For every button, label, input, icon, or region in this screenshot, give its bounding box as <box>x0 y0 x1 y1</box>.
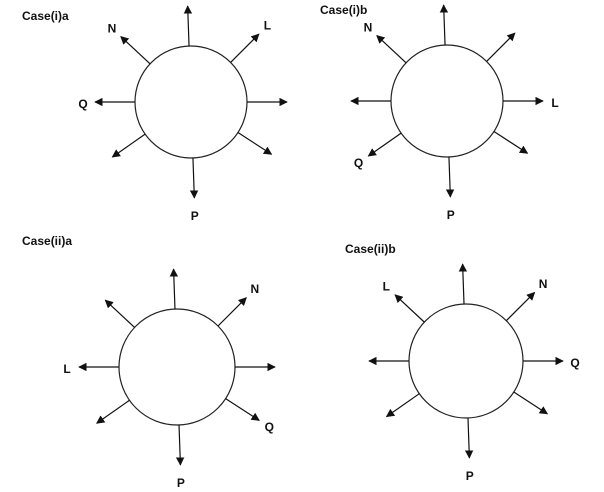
force-label-l: L <box>264 19 271 33</box>
arrow-se <box>237 131 273 155</box>
arrow-sw <box>385 393 420 418</box>
force-label-q: Q <box>354 156 363 170</box>
diagram-title-case-ii-b: Case(ii)b <box>345 242 396 256</box>
diagram-title-case-i-a: Case(i)a <box>22 9 69 23</box>
arrow-n <box>169 268 179 310</box>
arrow-sw <box>96 399 130 424</box>
diagram-3: N Q P L <box>63 268 276 490</box>
circle <box>118 308 236 426</box>
arrow-s <box>189 157 199 199</box>
force-label-p: P <box>191 209 199 223</box>
arrow-sw <box>111 133 146 158</box>
diagram-1: L P Q N <box>78 5 288 223</box>
arrow-se <box>493 130 529 154</box>
arrow-se <box>225 398 260 421</box>
force-label-p: P <box>466 469 474 483</box>
diagram-2: L P Q N <box>350 4 559 222</box>
arrow-ne <box>217 297 247 327</box>
arrow-s <box>464 417 474 459</box>
force-label-p: P <box>177 476 185 490</box>
force-label-n: N <box>250 282 259 296</box>
circle <box>408 303 524 419</box>
force-label-n: N <box>364 20 373 34</box>
arrow-ne <box>230 33 260 63</box>
force-label-l: L <box>383 280 390 294</box>
arrow-ne <box>486 32 516 62</box>
arrow-nw <box>376 34 407 64</box>
diagram-4: N Q P L <box>368 263 580 483</box>
force-label-q: Q <box>265 420 274 434</box>
force-label-n: N <box>539 277 548 291</box>
arrow-sw <box>367 132 402 157</box>
arrow-s <box>175 424 185 466</box>
arrow-n <box>439 4 449 46</box>
force-label-q: Q <box>570 356 579 370</box>
circle <box>390 44 504 158</box>
circle <box>134 45 248 159</box>
arrow-s <box>445 156 455 198</box>
diagram-title-case-i-b: Case(i)b <box>320 3 368 17</box>
arrow-nw <box>394 294 425 323</box>
arrow-se <box>513 391 549 415</box>
force-label-l: L <box>551 96 558 110</box>
force-label-q: Q <box>78 97 87 111</box>
arrow-n <box>183 5 193 47</box>
force-label-l: L <box>63 362 70 376</box>
diagram-title-case-ii-a: Case(ii)a <box>22 234 73 248</box>
arrow-nw <box>120 35 151 65</box>
arrow-n <box>458 263 468 305</box>
arrow-ne <box>505 291 536 322</box>
arrow-nw <box>104 299 135 328</box>
force-label-n: N <box>108 21 117 35</box>
force-label-p: P <box>447 208 455 222</box>
